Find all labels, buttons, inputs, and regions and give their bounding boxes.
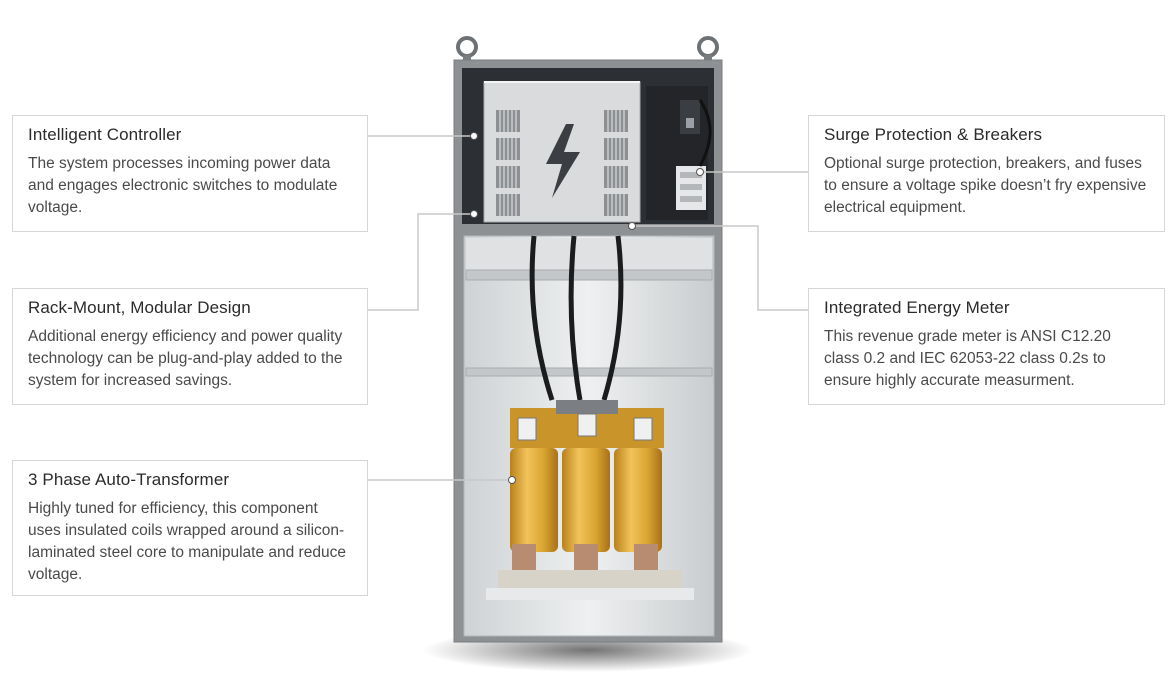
callout-rack-mount: Rack-Mount, Modular Design Additional en… xyxy=(12,288,368,405)
callout-title: Rack-Mount, Modular Design xyxy=(28,298,251,317)
callout-energy-meter: Integrated Energy Meter This revenue gra… xyxy=(808,288,1165,405)
breaker-assembly xyxy=(646,86,712,220)
callout-title: 3 Phase Auto-Transformer xyxy=(28,470,230,489)
callout-body: The system processes incoming power data… xyxy=(28,155,338,216)
lifting-eye-left xyxy=(456,36,478,63)
callout-auto-transformer: 3 Phase Auto-Transformer Highly tuned fo… xyxy=(12,460,368,596)
callout-surge-protection: Surge Protection & Breakers Optional sur… xyxy=(808,115,1165,232)
callout-body: Additional energy efficiency and power q… xyxy=(28,328,343,389)
callout-intelligent-controller: Intelligent Controller The system proces… xyxy=(12,115,368,232)
rail-upper xyxy=(465,269,713,281)
callout-title: Integrated Energy Meter xyxy=(824,298,1010,317)
lightning-bolt-icon xyxy=(546,124,580,198)
callout-body: Optional surge protection, breakers, and… xyxy=(824,155,1147,216)
callout-body: This revenue grade meter is ANSI C12.20 … xyxy=(824,328,1111,389)
controller-rack xyxy=(483,81,641,223)
callout-title: Surge Protection & Breakers xyxy=(824,125,1043,144)
callout-title: Intelligent Controller xyxy=(28,125,182,144)
auto-transformer xyxy=(486,400,694,600)
rail-middle xyxy=(465,367,713,377)
callout-body: Highly tuned for efficiency, this compon… xyxy=(28,500,346,583)
cables xyxy=(529,235,624,401)
lifting-eye-right xyxy=(697,36,719,63)
